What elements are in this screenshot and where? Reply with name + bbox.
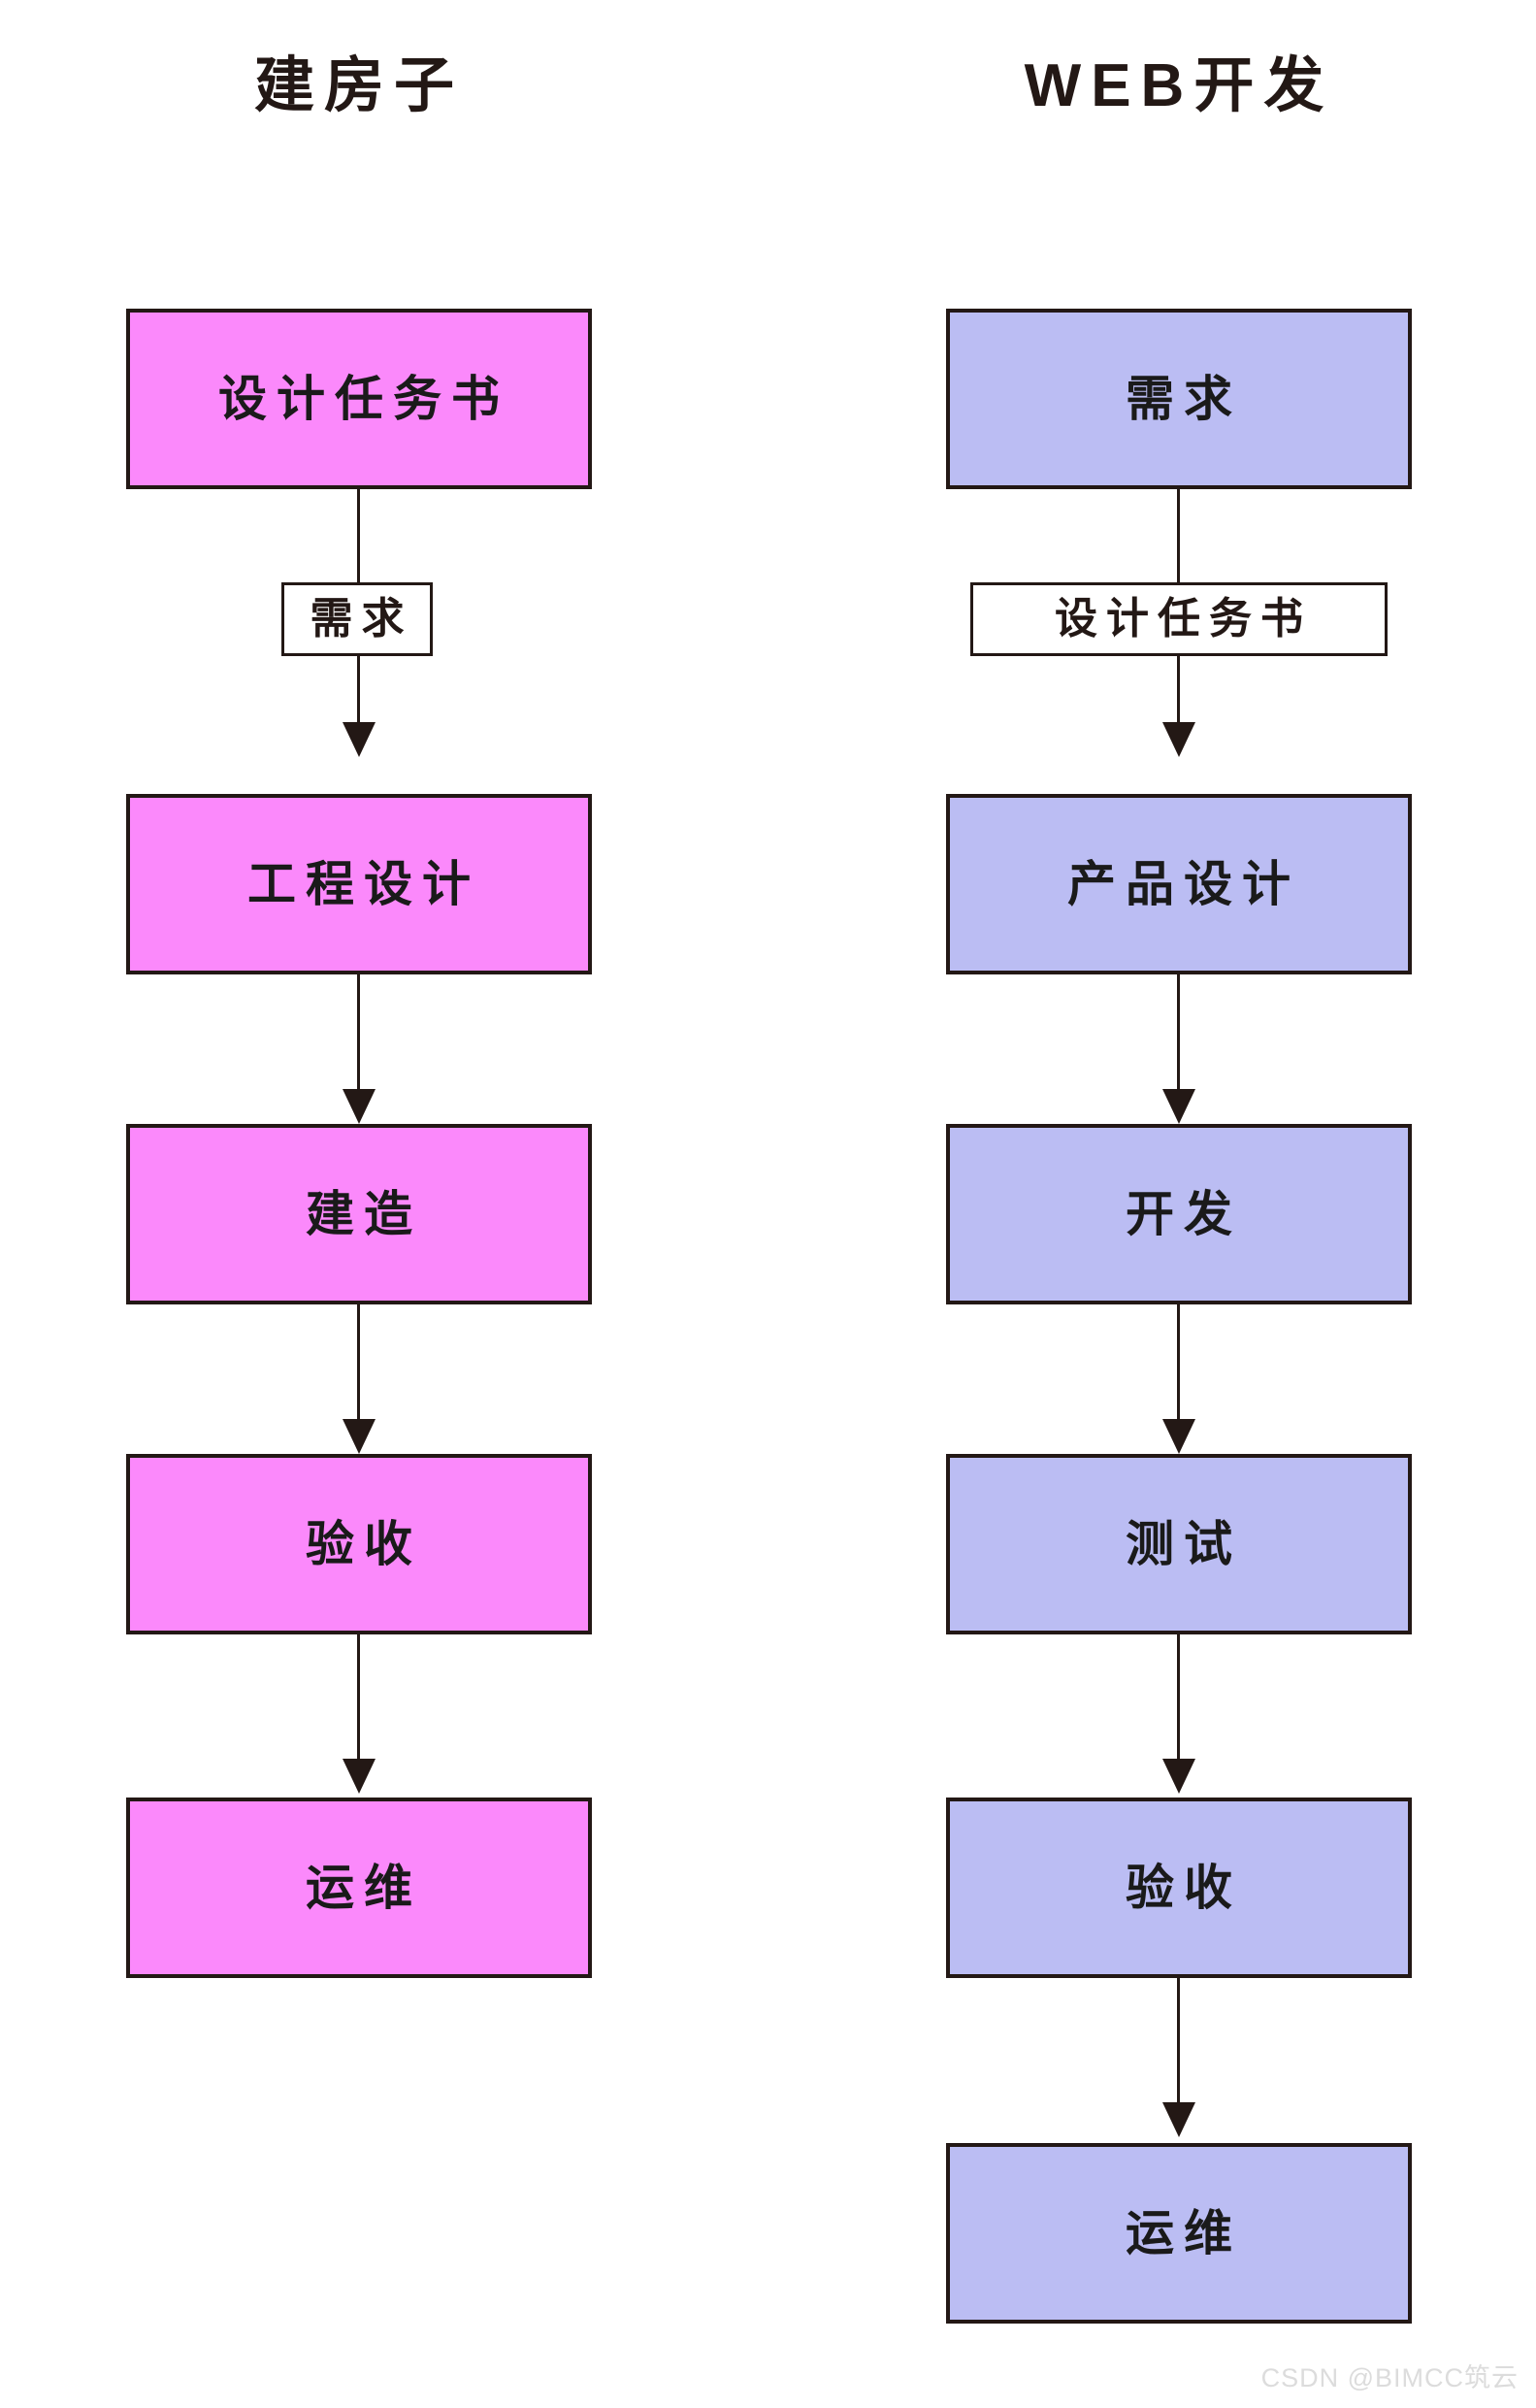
edge-house-4-arrowhead — [343, 1759, 376, 1794]
node-web-2[interactable]: 产品设计 — [946, 794, 1412, 974]
node-web-3[interactable]: 开发 — [946, 1124, 1412, 1304]
node-house-4[interactable]: 验收 — [126, 1454, 592, 1634]
edge-web-4-line — [1177, 1634, 1180, 1759]
node-house-3[interactable]: 建造 — [126, 1124, 592, 1304]
edge-house-2-arrowhead — [343, 1089, 376, 1124]
node-web-4[interactable]: 测试 — [946, 1454, 1412, 1634]
edge-web-4-arrowhead — [1162, 1759, 1195, 1794]
node-web-6[interactable]: 运维 — [946, 2143, 1412, 2324]
edge-web-3-line — [1177, 1304, 1180, 1419]
edge-label-web-1: 设计任务书 — [970, 582, 1388, 656]
edge-web-5-arrowhead — [1162, 2102, 1195, 2137]
edge-web-3-arrowhead — [1162, 1419, 1195, 1454]
edge-web-2-line — [1177, 974, 1180, 1089]
edge-house-2-line — [357, 974, 360, 1089]
node-web-1[interactable]: 需求 — [946, 309, 1412, 489]
node-house-5[interactable]: 运维 — [126, 1798, 592, 1978]
node-house-2[interactable]: 工程设计 — [126, 794, 592, 974]
edge-house-3-arrowhead — [343, 1419, 376, 1454]
edge-label-house-1: 需求 — [281, 582, 433, 656]
node-web-5[interactable]: 验收 — [946, 1798, 1412, 1978]
edge-web-2-arrowhead — [1162, 1089, 1195, 1124]
edge-house-4-line — [357, 1634, 360, 1759]
node-house-1[interactable]: 设计任务书 — [126, 309, 592, 489]
edge-house-3-line — [357, 1304, 360, 1419]
column-title-house: 建房子 — [253, 52, 464, 119]
edge-house-1-arrowhead — [343, 722, 376, 757]
edge-web-1-arrowhead — [1162, 722, 1195, 757]
csdn-watermark: CSDN @BIMCC筑云 — [1260, 2363, 1519, 2392]
edge-web-5-line — [1177, 1978, 1180, 2102]
column-title-web: WEB开发 — [1024, 52, 1334, 119]
